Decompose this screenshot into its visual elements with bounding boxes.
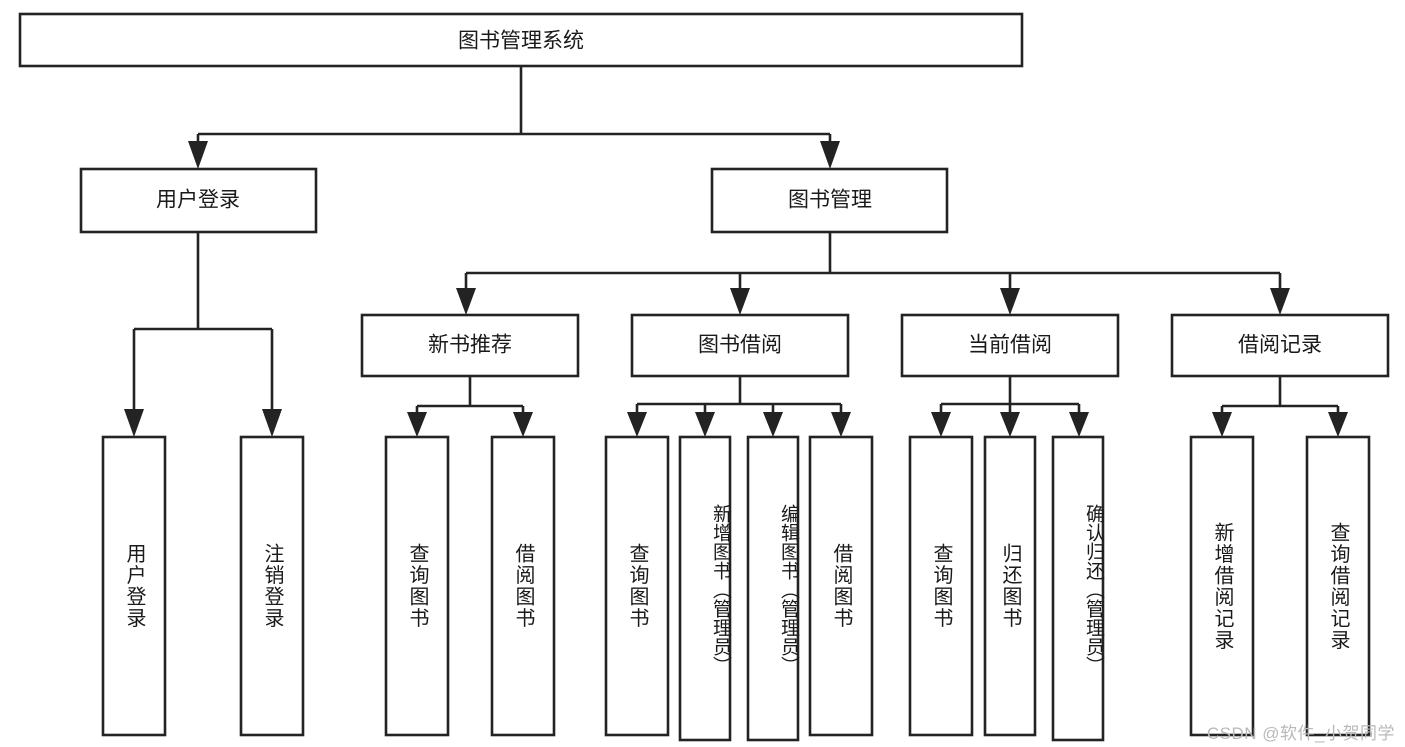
node-box-leaf-query-book-2[interactable]	[604, 435, 670, 737]
node-layer: 图书管理系统 用户登录 图书管理 新书推荐 图书借阅 当前借阅 借阅记录	[18, 12, 1390, 742]
arrowhead-to-user-login	[188, 141, 208, 169]
arrowhead-to-book-mgmt	[820, 141, 840, 169]
arrowhead-to-current-borrow	[1000, 288, 1020, 315]
arrowhead-records-leaf-2	[1328, 412, 1348, 437]
arrowhead-borrow-leaf-1	[627, 412, 647, 437]
watermark-text: CSDN @软件_小贺同学	[1206, 724, 1395, 743]
arrowhead-borrow-leaf-3	[763, 412, 783, 437]
connector-layer	[132, 66, 1340, 412]
arrowhead-borrow-leaf-4	[831, 412, 851, 437]
node-box-leaf-borrow-book-1[interactable]	[490, 435, 556, 737]
node-box-current-borrow[interactable]	[900, 313, 1120, 378]
arrowhead-current-leaf-3	[1069, 412, 1089, 437]
node-box-leaf-user-login[interactable]	[101, 435, 167, 737]
arrowhead-layer	[124, 141, 1348, 437]
node-box-leaf-add-record[interactable]	[1189, 435, 1255, 737]
node-label-borrow-records: 借阅记录	[1238, 334, 1322, 357]
arrowhead-current-leaf-2	[1000, 412, 1020, 437]
node-label-current-borrow: 当前借阅	[968, 334, 1052, 357]
node-box-new-book-recommend[interactable]	[360, 313, 580, 378]
node-label-new-book-recommend: 新书推荐	[428, 334, 512, 357]
arrowhead-to-book-borrow	[730, 288, 750, 315]
node-box-leaf-edit-book[interactable]	[746, 435, 800, 742]
arrowhead-to-leaf-user-login	[124, 409, 144, 437]
node-label-book-management: 图书管理	[788, 189, 872, 212]
node-box-leaf-borrow-book-2[interactable]	[808, 435, 874, 737]
node-label-root: 图书管理系统	[458, 30, 584, 53]
arrowhead-newbook-leaf-1	[407, 412, 427, 437]
node-box-leaf-query-book-1[interactable]	[384, 435, 450, 737]
node-box-book-management[interactable]	[710, 167, 949, 234]
node-box-leaf-add-book[interactable]	[678, 435, 732, 742]
node-box-leaf-query-record[interactable]	[1305, 435, 1371, 737]
node-box-book-borrow[interactable]	[630, 313, 850, 378]
node-box-leaf-query-book-3[interactable]	[908, 435, 974, 737]
node-box-borrow-records[interactable]	[1170, 313, 1390, 378]
node-box-user-login[interactable]	[79, 167, 318, 234]
arrowhead-borrow-leaf-2	[695, 412, 715, 437]
arrowhead-to-new-book	[456, 288, 476, 315]
node-box-leaf-return-book[interactable]	[983, 435, 1037, 737]
arrowhead-current-leaf-1	[931, 412, 951, 437]
node-box-root[interactable]	[18, 12, 1024, 68]
node-box-leaf-confirm-return[interactable]	[1051, 435, 1105, 742]
node-label-user-login: 用户登录	[156, 189, 240, 212]
arrowhead-to-borrow-records	[1270, 288, 1290, 315]
node-label-book-borrow: 图书借阅	[698, 334, 782, 357]
node-box-leaf-logout[interactable]	[239, 435, 305, 737]
arrowhead-records-leaf-1	[1212, 412, 1232, 437]
arrowhead-to-leaf-logout	[262, 409, 282, 437]
arrowhead-newbook-leaf-2	[513, 412, 533, 437]
